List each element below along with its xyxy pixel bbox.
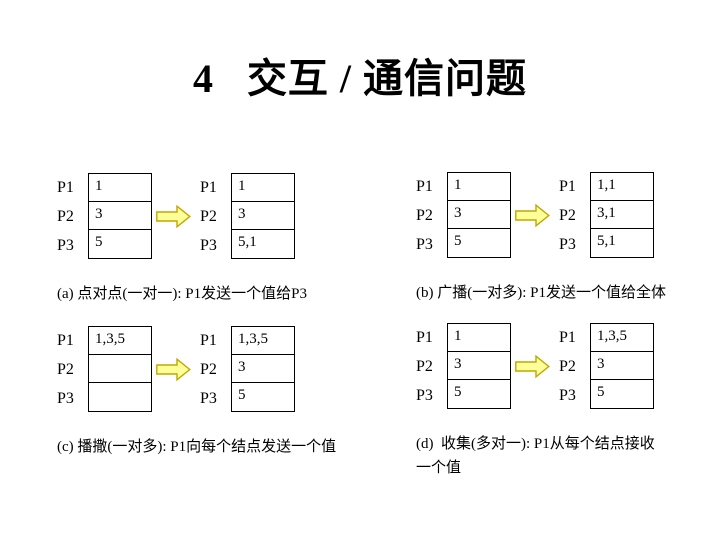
table-cell: 5: [454, 384, 462, 400]
process-labels: P1 P2 P3: [57, 173, 81, 260]
process-label: P2: [200, 360, 217, 378]
caption-line: (d) 收集(多对一): P1从每个结点接收: [416, 436, 655, 452]
table-cell: [89, 383, 151, 411]
right-arrow-shape: [515, 204, 550, 227]
table-cell: [89, 355, 151, 383]
table-cell: 3: [89, 202, 151, 230]
diagram-caption: (d) 收集(多对一): P1从每个结点接收 一个值: [416, 432, 655, 480]
memory-table-after: 1,3,5 3 5: [231, 326, 295, 412]
table-cell: 5,1: [238, 234, 257, 250]
caption-line: (b) 广播(一对多): P1发送一个值给全体: [416, 285, 666, 301]
slide-title: 4 交互 / 通信问题: [192, 56, 528, 101]
table-cell: 1: [232, 174, 294, 202]
right-arrow-icon: [515, 355, 550, 378]
diagram-point-to-point: P1 P2 P3 1 3 5 P1 P2 P3: [57, 173, 307, 306]
right-arrow-icon: [156, 205, 191, 228]
process-label: P3: [57, 236, 74, 254]
memory-table-before: 1,3,5: [88, 326, 152, 412]
process-label: P3: [416, 235, 433, 253]
diagram-gather: P1 P2 P3 1 3 5 P1 P2 P3: [416, 323, 655, 480]
process-label: P3: [57, 389, 74, 407]
table-cell: 1: [448, 173, 510, 201]
table-cell: 1,3,5: [591, 324, 653, 352]
process-label: P1: [416, 328, 433, 346]
table-cell: 1: [89, 174, 151, 202]
memory-table-after: 1,3,5 3 5: [590, 323, 654, 409]
diagram-caption: (a) 点对点(一对一): P1发送一个值给P3: [57, 282, 307, 306]
table-cell: 3: [232, 355, 294, 383]
diagram-row: P1 P2 P3 1 3 5 P1 P2 P3: [57, 173, 307, 260]
diagram-caption: (b) 广播(一对多): P1发送一个值给全体: [416, 281, 666, 305]
process-label: P1: [559, 177, 576, 195]
process-label: P1: [416, 177, 433, 195]
process-label: P1: [57, 331, 74, 349]
process-label: P3: [200, 389, 217, 407]
process-label: P2: [416, 357, 433, 375]
memory-table-after: 1 3 5,1: [231, 173, 295, 259]
diagram-caption: (c) 播撒(一对多): P1向每个结点发送一个值: [57, 435, 336, 459]
table-cell: 1,1: [591, 173, 653, 201]
process-labels: P1 P2 P3: [416, 323, 440, 410]
caption-line: (a) 点对点(一对一): P1发送一个值给P3: [57, 286, 307, 302]
process-label: P2: [200, 207, 217, 225]
process-label: P2: [57, 360, 74, 378]
process-label: P3: [559, 235, 576, 253]
table-cell: 3,1: [591, 201, 653, 229]
process-label: P3: [559, 386, 576, 404]
memory-table-before: 1 3 5: [88, 173, 152, 259]
before-group: P1 P2 P3 1 3 5: [416, 172, 511, 259]
before-group: P1 P2 P3 1 3 5: [57, 173, 152, 260]
diagram-row: P1 P2 P3 1 3 5 P1 P2 P3: [416, 172, 666, 259]
table-cell: 5: [238, 387, 246, 403]
process-label: P2: [57, 207, 74, 225]
right-arrow-icon: [156, 358, 191, 381]
caption-line: (c) 播撒(一对多): P1向每个结点发送一个值: [57, 439, 337, 455]
process-label: P2: [416, 206, 433, 224]
process-label: P2: [559, 206, 576, 224]
memory-table-before: 1 3 5: [447, 323, 511, 409]
process-label: P1: [559, 328, 576, 346]
process-labels: P1 P2 P3: [559, 172, 583, 259]
diagram-row: P1 P2 P3 1,3,5 P1 P2 P3: [57, 326, 336, 413]
right-arrow-shape: [156, 358, 191, 381]
table-cell: 1,3,5: [232, 327, 294, 355]
before-group: P1 P2 P3 1 3 5: [416, 323, 511, 410]
process-label: P1: [200, 178, 217, 196]
process-label: P2: [559, 357, 576, 375]
process-labels: P1 P2 P3: [200, 326, 224, 413]
table-cell: 5: [95, 234, 103, 250]
process-labels: P1 P2 P3: [200, 173, 224, 260]
after-group: P1 P2 P3 1,3,5 3 5: [559, 323, 654, 410]
table-cell: 5: [597, 384, 605, 400]
right-arrow-shape: [515, 355, 550, 378]
table-cell: 3: [232, 202, 294, 230]
diagram-row: P1 P2 P3 1 3 5 P1 P2 P3: [416, 323, 655, 410]
process-label: P1: [200, 331, 217, 349]
table-cell: 5,1: [597, 233, 616, 249]
table-cell: 1: [448, 324, 510, 352]
table-cell: 3: [448, 352, 510, 380]
table-cell: 1,3,5: [89, 327, 151, 355]
after-group: P1 P2 P3 1 3 5,1: [200, 173, 295, 260]
process-label: P3: [200, 236, 217, 254]
table-cell: 5: [454, 233, 462, 249]
before-group: P1 P2 P3 1,3,5: [57, 326, 152, 413]
diagram-scatter: P1 P2 P3 1,3,5 P1 P2 P3: [57, 326, 336, 459]
process-labels: P1 P2 P3: [57, 326, 81, 413]
caption-line: 一个值: [416, 460, 462, 476]
process-label: P1: [57, 178, 74, 196]
memory-table-after: 1,1 3,1 5,1: [590, 172, 654, 258]
table-cell: 3: [448, 201, 510, 229]
process-labels: P1 P2 P3: [559, 323, 583, 410]
right-arrow-shape: [156, 205, 191, 228]
after-group: P1 P2 P3 1,3,5 3 5: [200, 326, 295, 413]
process-labels: P1 P2 P3: [416, 172, 440, 259]
process-label: P3: [416, 386, 433, 404]
right-arrow-icon: [515, 204, 550, 227]
after-group: P1 P2 P3 1,1 3,1 5,1: [559, 172, 654, 259]
memory-table-before: 1 3 5: [447, 172, 511, 258]
diagram-broadcast: P1 P2 P3 1 3 5 P1 P2 P3: [416, 172, 666, 305]
table-cell: 3: [591, 352, 653, 380]
